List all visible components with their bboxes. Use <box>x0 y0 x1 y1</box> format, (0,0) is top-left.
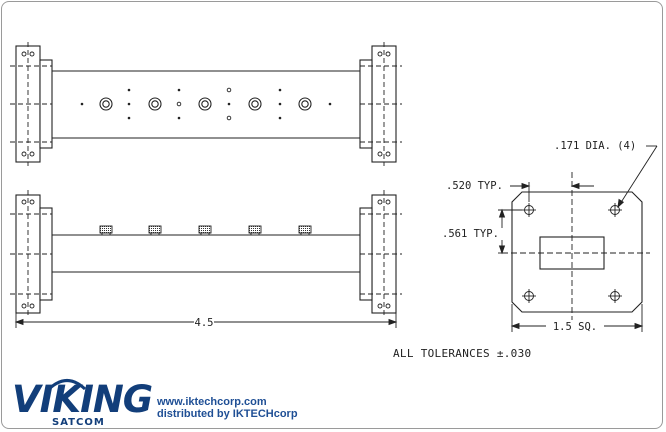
flange-holes <box>522 203 622 303</box>
tuning-screws-top <box>99 97 312 111</box>
brand-footer: VIKING SATCOM www.iktechcorp.com distrib… <box>10 379 330 428</box>
viking-logo-sub: SATCOM <box>52 417 105 428</box>
distributor-text: distributed by IKTECHcorp <box>157 408 298 420</box>
tolerance-note: ALL TOLERANCES ±.030 <box>393 347 531 360</box>
logo-arc-icon <box>47 379 87 390</box>
typ-520-dimension <box>510 182 594 202</box>
typ-520-label: .520 TYP. <box>446 180 503 192</box>
flange-square-label: 1.5 SQ. <box>553 321 597 333</box>
side-view <box>10 190 402 318</box>
typ-561-dimension <box>498 208 522 255</box>
overall-length-label: 4.5 <box>195 317 214 329</box>
flange-end-view <box>502 172 650 320</box>
hole-dia-label: .171 DIA. (4) <box>554 140 636 152</box>
website-link[interactable]: www.iktechcorp.com <box>157 396 267 408</box>
typ-561-label: .561 TYP. <box>442 228 499 240</box>
hole-dia-leader <box>617 145 658 209</box>
tuning-screws-side <box>99 225 312 236</box>
top-view <box>10 42 402 166</box>
length-dimension <box>14 313 398 328</box>
flange-square-dimension <box>510 304 644 332</box>
